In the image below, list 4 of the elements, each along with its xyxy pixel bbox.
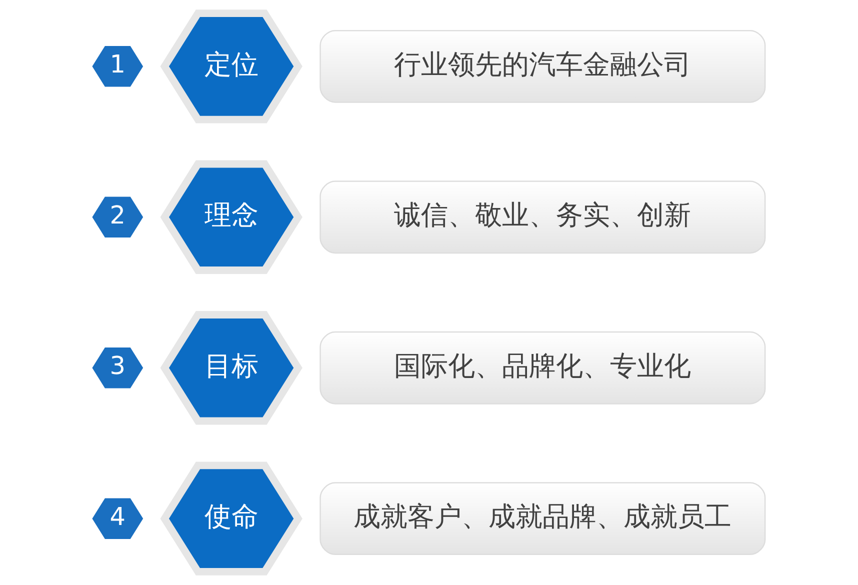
node-box: 诚信、敬业、务实、创新 [320, 180, 766, 254]
node-box: 成就客户、成就品牌、成就员工 [320, 482, 766, 556]
node-box: 行业领先的汽车金融公司 [320, 30, 766, 103]
node-box: 国际化、品牌化、专业化 [320, 331, 766, 404]
